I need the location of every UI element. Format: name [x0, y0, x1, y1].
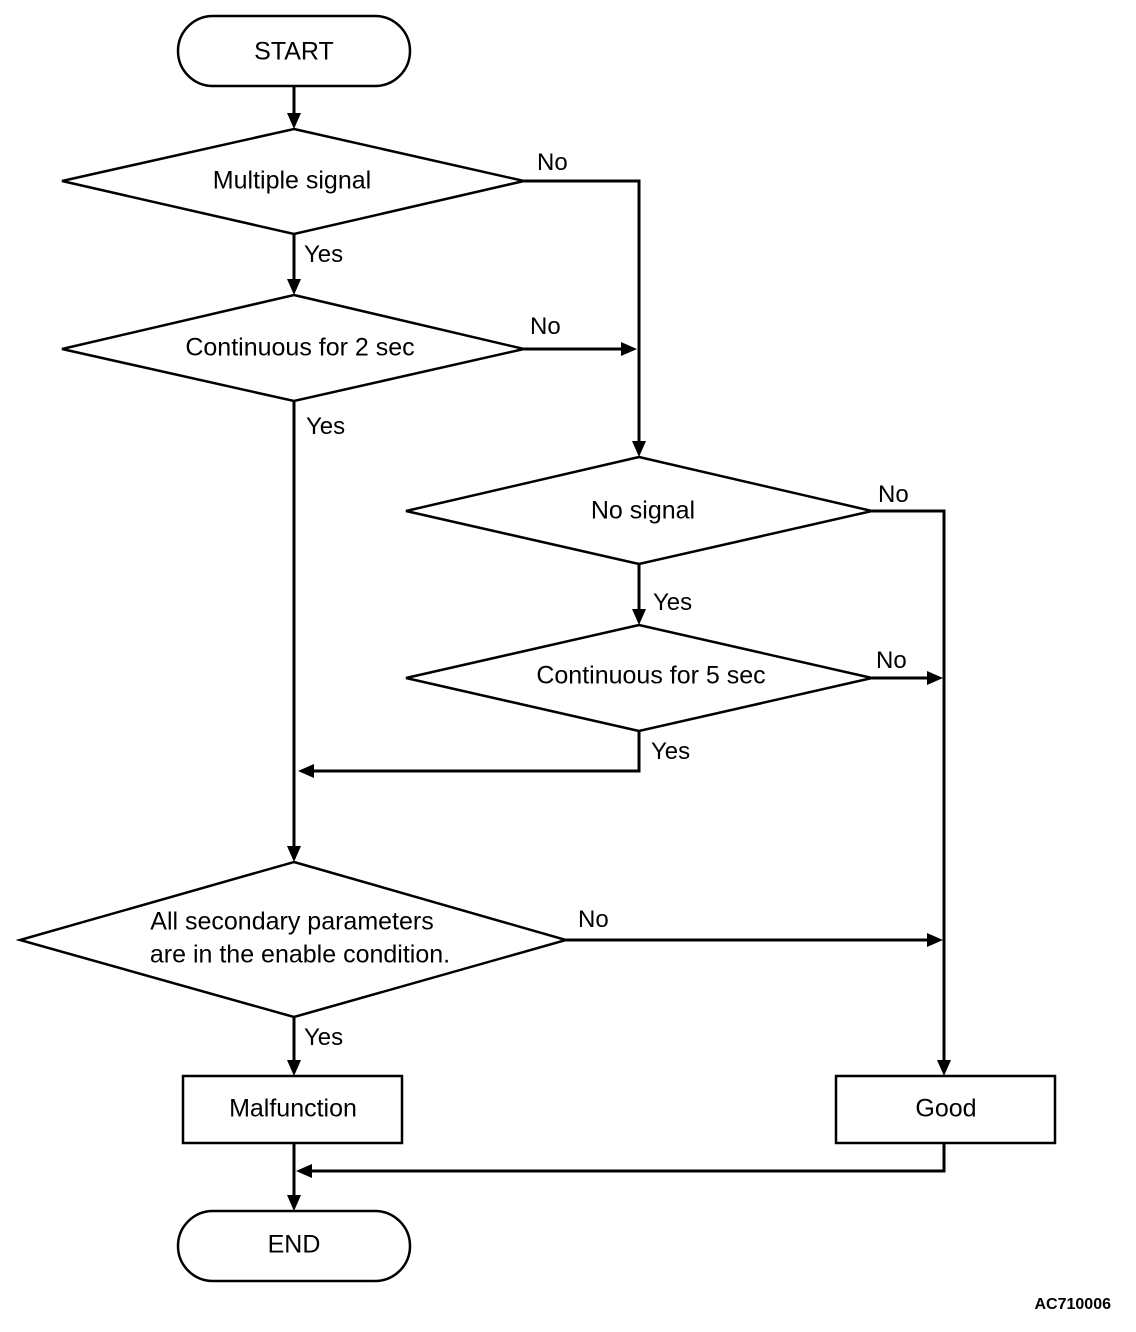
multiple-yes-label: Yes	[304, 241, 343, 268]
arrowhead	[287, 846, 301, 862]
multiple-no-label: No	[537, 149, 568, 176]
arrowhead	[287, 1060, 301, 1076]
connector-continuous5-yes	[314, 731, 641, 773]
decision-continuous-2sec-label: Continuous for 2 sec	[185, 334, 414, 362]
good-label: Good	[915, 1095, 976, 1123]
continuous5-no-label: No	[876, 647, 907, 674]
decision-secondary-params-line2: are in the enable condition.	[150, 941, 450, 969]
decision-secondary-params-line1: All secondary parameters	[150, 908, 433, 936]
decision-continuous-5sec-label: Continuous for 5 sec	[536, 662, 765, 690]
arrowhead	[927, 671, 943, 685]
arrowhead	[287, 113, 301, 129]
decision-no-signal-label: No signal	[591, 497, 695, 525]
secondary-no-label: No	[578, 906, 609, 933]
start-label: START	[254, 38, 334, 66]
arrowhead	[927, 933, 943, 947]
continuous2-no-label: No	[530, 313, 561, 340]
malfunction-label: Malfunction	[229, 1095, 357, 1123]
continuous5-yes-label: Yes	[651, 738, 690, 765]
arrowhead	[296, 1164, 312, 1178]
arrowhead	[621, 342, 637, 356]
secondary-yes-label: Yes	[304, 1024, 343, 1051]
arrowhead	[937, 1060, 951, 1076]
end-label: END	[268, 1231, 321, 1259]
figure-id: AC710006	[1035, 1296, 1112, 1313]
nosignal-yes-label: Yes	[653, 589, 692, 616]
continuous2-yes-label: Yes	[306, 413, 345, 440]
arrowhead	[632, 609, 646, 625]
arrowhead	[298, 764, 314, 778]
arrowhead	[287, 1195, 301, 1211]
arrowhead	[287, 279, 301, 295]
connector-good-to-end	[312, 1143, 946, 1173]
decision-multiple-signal-label: Multiple signal	[213, 167, 371, 195]
connector-nosignal-no	[872, 509, 946, 1061]
decision-secondary-params	[15, 860, 571, 1019]
arrowhead	[632, 441, 646, 457]
malfunction-box	[181, 1074, 404, 1145]
connector-multiple-no	[524, 179, 641, 442]
nosignal-no-label: No	[878, 481, 909, 508]
